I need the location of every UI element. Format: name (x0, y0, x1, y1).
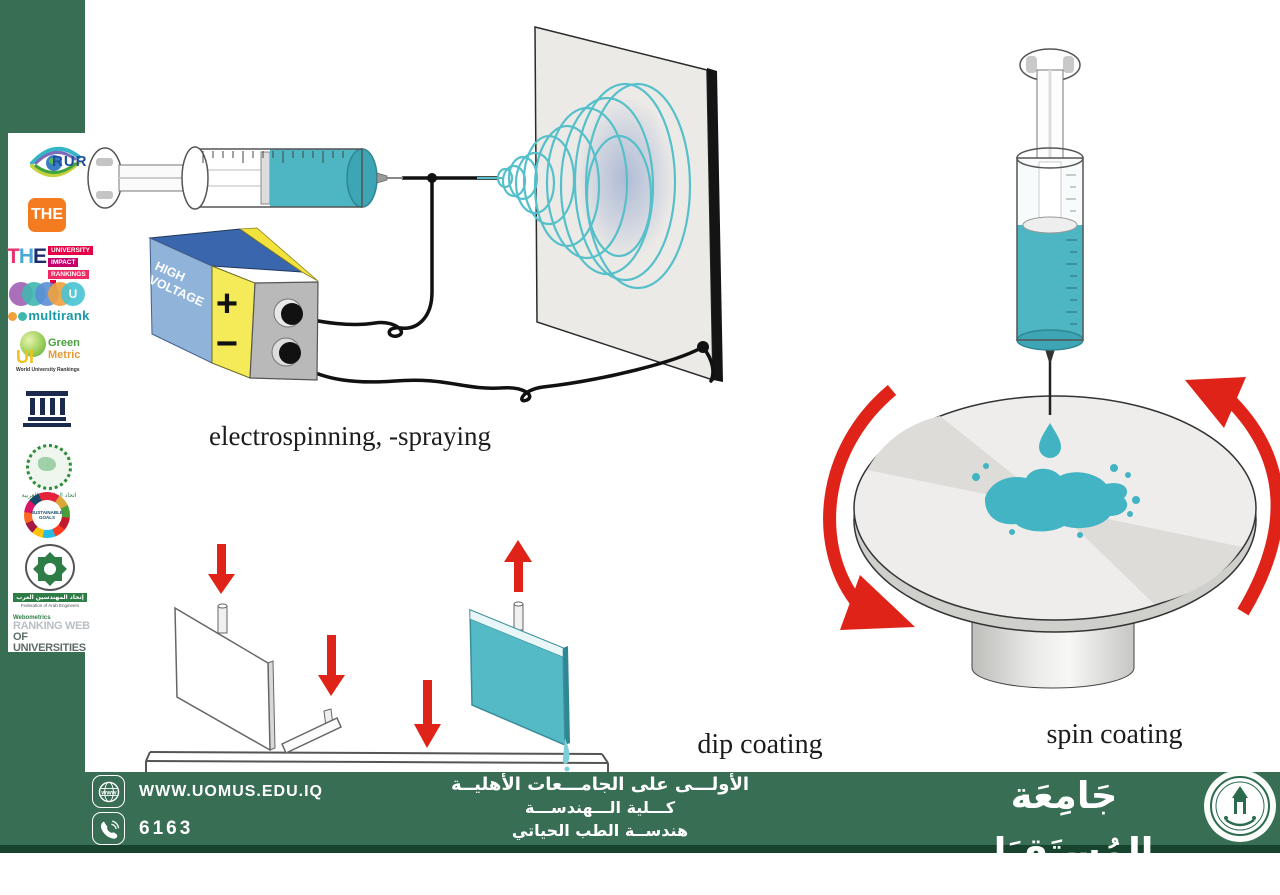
spin-syringe-ticks-clear (1066, 174, 1076, 212)
rur-eye-icon (30, 146, 81, 177)
spin-coating-label: spin coating (1046, 719, 1183, 750)
battery-minus: − (216, 323, 238, 365)
multirank-label: multirank (8, 308, 89, 323)
engineers-caption-en: Federation of Arab Engineers (20, 603, 80, 608)
logo-the-impact: THE UNIVERSITY IMPACT RANKINGS (7, 241, 94, 288)
footer-line-3: هندســة الطب الحياتي (511, 821, 689, 840)
svg-text:www: www (100, 789, 117, 796)
coating-splash (972, 463, 1140, 538)
the-label: THE (31, 206, 63, 223)
university-name-english: AL-MUSTAQBAL UNIVERSITY (946, 881, 1182, 895)
sdg-line2: GOALS (38, 515, 55, 520)
footer-line-2: كـــلية الـــهندســـة (524, 798, 676, 817)
phone-text[interactable]: 6163 (139, 817, 194, 839)
green-block-bottom (0, 652, 85, 772)
collector-plate (534, 26, 723, 382)
phone-row[interactable]: 6163 (92, 812, 193, 845)
logo-greenmetric: UI Green Metric World University Ranking… (16, 331, 86, 383)
battery-plus: + (216, 283, 238, 325)
green-left-strip (0, 133, 8, 652)
engineers-caption-ar: إتحاد المهندسين العرب (13, 593, 87, 602)
phone-icon (92, 812, 125, 845)
rur-label: RUR (52, 153, 88, 170)
dip-coating-figure (140, 530, 710, 772)
wire-junction (427, 173, 437, 183)
coating-tank (145, 751, 609, 772)
dipped-plate (281, 708, 342, 755)
greenmetric-sub: World University Rankings (16, 367, 80, 373)
university-seal-icon (1202, 768, 1278, 849)
university-building-icon (23, 391, 71, 427)
greenmetric-ui: UI (16, 347, 34, 367)
green-block-top (0, 0, 85, 133)
logo-multirank: U multirank (6, 281, 92, 327)
coating-drip (562, 738, 570, 765)
plate-terminal-dot (697, 341, 709, 353)
dip-arrows (208, 540, 532, 748)
laurel-wreath-icon (26, 444, 72, 490)
footer-center-text: الأولـــى على الجامـــعات الأهليــة كـــ… (400, 773, 800, 842)
multirank-u: U (68, 287, 78, 301)
footer-line-1: الأولـــى على الجامـــعات الأهليــة (450, 774, 750, 795)
greenmetric-metric: Metric (48, 349, 81, 361)
the-impact-the: THE (7, 245, 47, 268)
syringe-scale-ticks (202, 151, 344, 163)
dip-coating-label: dip coating (697, 729, 823, 760)
high-voltage-battery: HIGH VOLTAGE + − (147, 227, 319, 381)
rotation-arrow-right (1185, 377, 1280, 616)
footer-bar (0, 772, 1280, 845)
university-name-block: جَامِعَة المُستَقبَل AL-MUSTAQBAL UNIVER… (928, 768, 1200, 895)
sdg-wheel-icon: SUSTAINABLE GOALS (31, 500, 63, 530)
logo-webometrics: Webometrics RANKING WEB OF UNIVERSITIES (13, 615, 97, 654)
website-row[interactable]: www WWW.UOMUS.EDU.IQ (92, 775, 323, 808)
spin-coating-figure (780, 30, 1280, 775)
webometrics-line1: RANKING WEB (13, 620, 90, 632)
fiber-spray (496, 82, 692, 290)
greenmetric-green: Green (48, 337, 80, 349)
spin-syringe-ticks (1066, 239, 1077, 325)
greenmetric-globe-icon (20, 331, 46, 357)
impact-bar-impact: IMPACT (48, 258, 79, 267)
eight-point-star-icon (25, 544, 75, 591)
website-text[interactable]: WWW.UOMUS.EDU.IQ (139, 782, 323, 800)
horizontal-syringe (87, 146, 403, 210)
logo-the: THE (28, 198, 66, 232)
multirank-circles-icon: U (9, 281, 89, 307)
university-name-arabic: جَامِعَة المُستَقبَل (974, 774, 1154, 873)
webometrics-line2: OF UNIVERSITIES (13, 631, 86, 654)
impact-bar-university: UNIVERSITY (48, 246, 94, 255)
electrospinning-label: electrospinning, -spraying (209, 421, 491, 451)
logo-sdg: SUSTAINABLE GOALS (24, 492, 70, 538)
sdg-line1: SUSTAINABLE (31, 510, 63, 515)
footer-dark-strip (0, 845, 1280, 853)
electrospinning-figure: HIGH VOLTAGE + − (85, 0, 745, 475)
webometrics-brand: Webometrics (13, 615, 51, 621)
coated-substrate-plate (469, 601, 570, 772)
impact-bar-rankings: RANKINGS (48, 270, 89, 279)
logo-rur: RUR (12, 142, 98, 186)
logo-arab-engineers: إتحاد المهندسين العرب Federation of Arab… (13, 544, 87, 608)
slide: { "colors": { "green": "#386e54", "green… (0, 0, 1280, 853)
bare-substrate-plate (174, 603, 276, 752)
droplet (1039, 423, 1061, 458)
logo-university-building (22, 389, 72, 434)
vertical-syringe (1016, 48, 1084, 415)
rotation-arrow-left (823, 385, 915, 630)
www-globe-icon: www (92, 775, 125, 808)
